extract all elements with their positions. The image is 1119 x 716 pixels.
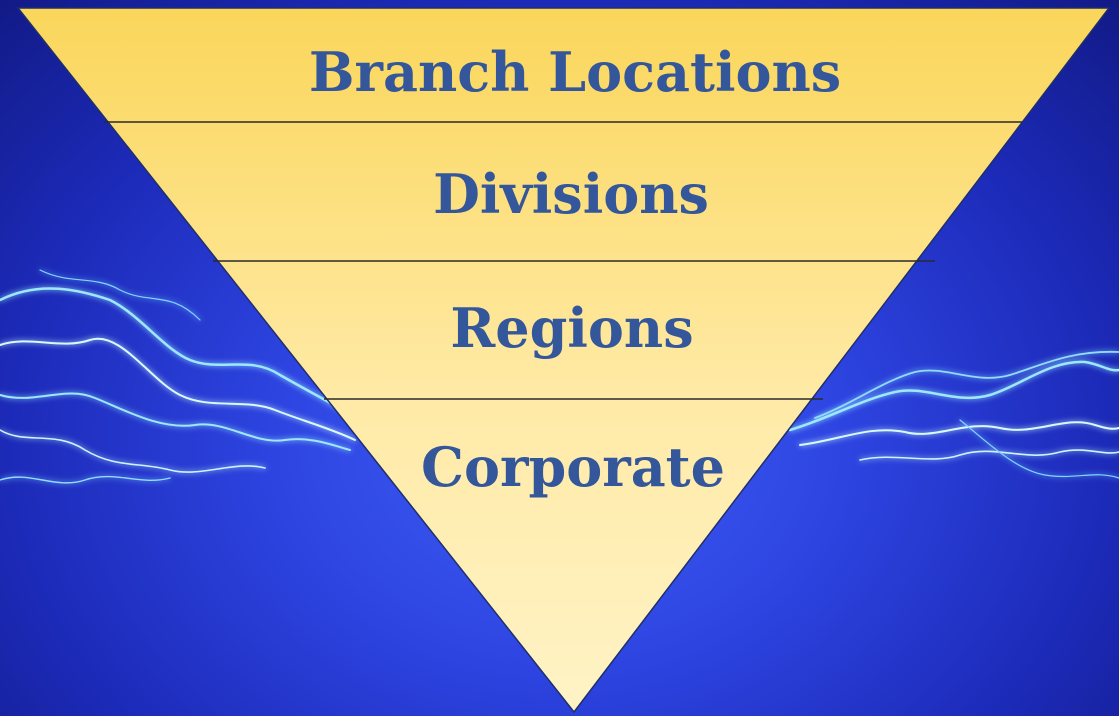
funnel-shape: [16, 7, 1111, 714]
tier-label-regions: Regions: [450, 296, 693, 360]
tier-label-divisions: Divisions: [433, 162, 709, 226]
lightning-left-graphic: [0, 269, 362, 484]
lightning-right-graphic: [788, 350, 1119, 479]
tier-label-corporate: Corporate: [421, 435, 725, 499]
tier-label-branch-locations: Branch Locations: [309, 40, 841, 104]
